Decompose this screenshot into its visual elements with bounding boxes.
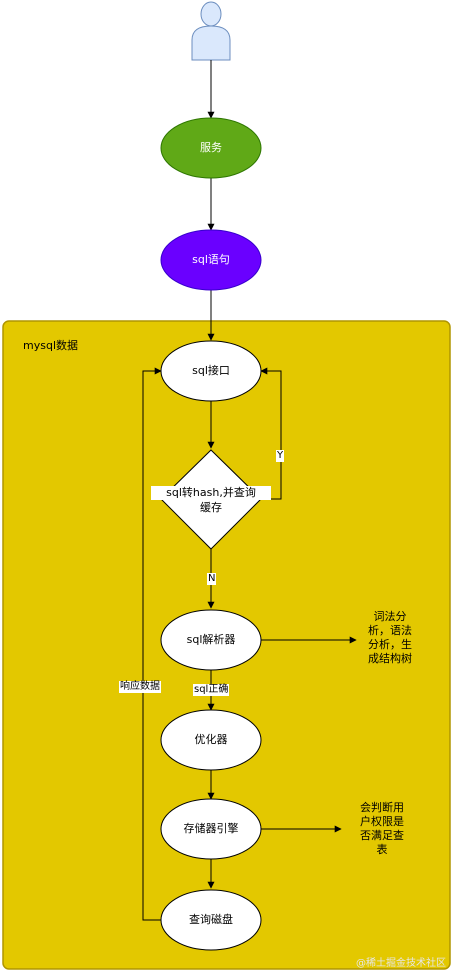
hash-cache-label-line1: sql转hash,并查询: [151, 486, 271, 500]
sql-interface-label: sql接口: [192, 364, 230, 377]
edge-response-loop: [142, 367, 162, 921]
engine-note: 会判断用 户权限是 否满足查 表: [344, 801, 420, 857]
edge-label-yes: Y: [276, 450, 285, 462]
storage-engine-label: 存储器引擎: [183, 822, 239, 835]
parser-note-line: 成结构树: [368, 652, 412, 665]
optimizer-node: [160, 709, 262, 771]
parser-note: 词法分 析，语法 分析，生 成结构树: [358, 610, 422, 666]
optimizer-label: 优化器: [194, 733, 228, 746]
sql-statement-label: sql语句: [192, 253, 230, 266]
watermark: @稀土掘金技术社区: [356, 958, 446, 969]
hash-cache-label-line2: 缓存: [200, 501, 222, 514]
edge-label-response: 响应数据: [119, 681, 161, 693]
engine-note-line: 否满足查: [360, 829, 404, 842]
service-node: [160, 117, 262, 179]
query-disk-node: [160, 889, 262, 951]
engine-note-line: 会判断用: [360, 801, 404, 814]
parser-note-line: 分析，生: [368, 638, 412, 651]
query-disk-label: 查询磁盘: [189, 913, 233, 926]
sql-interface-node: [160, 340, 262, 402]
edge-label-sql-correct: sql正确: [193, 684, 230, 696]
storage-engine-node: [160, 798, 262, 860]
sql-parser-node: [160, 609, 262, 671]
parser-note-line: 词法分: [373, 610, 407, 623]
edge-label-no: N: [207, 573, 217, 585]
engine-note-line: 表: [376, 843, 388, 856]
service-label: 服务: [200, 141, 222, 154]
sql-statement-node: [160, 229, 262, 291]
engine-note-line: 户权限是: [360, 815, 404, 828]
user-actor-icon: [191, 1, 231, 61]
container-label: mysql数据: [23, 339, 78, 352]
edge-hash-yes-loop: [260, 367, 282, 500]
sql-parser-label: sql解析器: [186, 633, 236, 646]
parser-note-line: 析，语法: [368, 624, 412, 637]
